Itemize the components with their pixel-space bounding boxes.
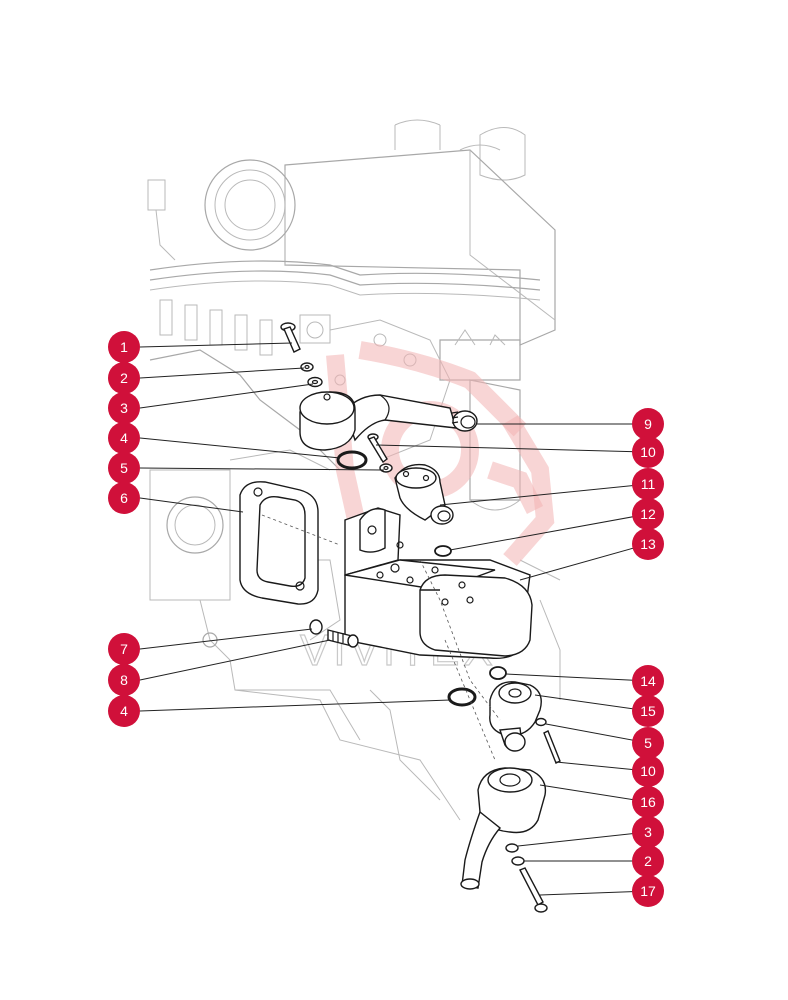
- parts: [239, 322, 561, 913]
- callout-12[interactable]: 12: [632, 498, 664, 530]
- callout-9[interactable]: 9: [632, 408, 664, 440]
- callout-5-lower[interactable]: 5: [632, 727, 664, 759]
- washer-part-2: [300, 362, 314, 372]
- callout-10[interactable]: 10: [632, 436, 664, 468]
- fitting-part-15: [489, 681, 542, 752]
- svg-text:8: 8: [120, 672, 128, 688]
- outlet-pipe-part-16: [460, 767, 547, 890]
- oring-part-12: [434, 545, 452, 557]
- callout-4-lower[interactable]: 4: [108, 695, 140, 727]
- callout-16[interactable]: 16: [632, 786, 664, 818]
- callout-3-lower[interactable]: 3: [632, 816, 664, 848]
- oring-part-14: [489, 666, 507, 680]
- svg-text:7: 7: [120, 641, 128, 657]
- bolt-part-10-lower: [543, 730, 561, 764]
- washer-part-7: [309, 619, 323, 635]
- stud-part-8: [327, 629, 359, 648]
- washer-part-5-lower: [535, 717, 547, 727]
- pipe-part-9: [299, 391, 478, 451]
- washer-part-3: [307, 376, 323, 388]
- elbow-part-11: [394, 463, 454, 525]
- washer-part-5: [379, 463, 393, 473]
- bolt-part-1: [280, 322, 301, 353]
- oring-part-4: [336, 450, 368, 470]
- svg-text:9: 9: [644, 416, 652, 432]
- svg-text:10: 10: [640, 444, 656, 460]
- svg-text:16: 16: [640, 794, 656, 810]
- svg-text:15: 15: [640, 703, 656, 719]
- callout-11[interactable]: 11: [632, 468, 664, 500]
- callout-17[interactable]: 17: [632, 875, 664, 907]
- callout-3[interactable]: 3: [108, 392, 140, 424]
- svg-text:4: 4: [120, 430, 128, 446]
- svg-text:5: 5: [120, 460, 128, 476]
- callout-5[interactable]: 5: [108, 452, 140, 484]
- svg-text:11: 11: [641, 476, 656, 492]
- svg-text:10: 10: [640, 763, 656, 779]
- svg-text:12: 12: [640, 506, 656, 522]
- callout-14[interactable]: 14: [632, 665, 664, 697]
- callout-1[interactable]: 1: [108, 331, 140, 363]
- callout-2[interactable]: 2: [108, 362, 140, 394]
- svg-text:4: 4: [120, 703, 128, 719]
- callout-6[interactable]: 6: [108, 482, 140, 514]
- svg-text:13: 13: [640, 536, 656, 552]
- oil-cooler-part-13: [344, 507, 533, 660]
- svg-text:1: 1: [120, 339, 128, 355]
- callout-13[interactable]: 13: [632, 528, 664, 560]
- callout-15[interactable]: 15: [632, 695, 664, 727]
- callout-2-lower[interactable]: 2: [632, 845, 664, 877]
- oring-part-4-lower: [447, 687, 477, 707]
- washer-part-2-lower: [511, 856, 525, 866]
- callouts-right: 9 10 11 12 13 14 15 5 10 16 3 2 17: [632, 408, 664, 907]
- callout-8[interactable]: 8: [108, 664, 140, 696]
- svg-text:3: 3: [644, 824, 652, 840]
- washer-part-3-lower: [505, 843, 519, 853]
- callout-7[interactable]: 7: [108, 633, 140, 665]
- callout-4[interactable]: 4: [108, 422, 140, 454]
- callout-10-lower[interactable]: 10: [632, 755, 664, 787]
- leader-lines: [139, 342, 649, 896]
- svg-text:2: 2: [120, 370, 128, 386]
- svg-text:3: 3: [120, 400, 128, 416]
- gasket-part-6: [239, 481, 319, 605]
- callouts-left: 1 2 3 4 5 6 7 8 4: [108, 331, 140, 727]
- svg-text:17: 17: [640, 883, 656, 899]
- bolt-part-10: [367, 433, 388, 464]
- svg-text:14: 14: [640, 673, 656, 689]
- svg-text:2: 2: [644, 853, 652, 869]
- bolt-part-17: [519, 867, 548, 913]
- svg-text:5: 5: [644, 735, 652, 751]
- svg-text:6: 6: [120, 490, 128, 506]
